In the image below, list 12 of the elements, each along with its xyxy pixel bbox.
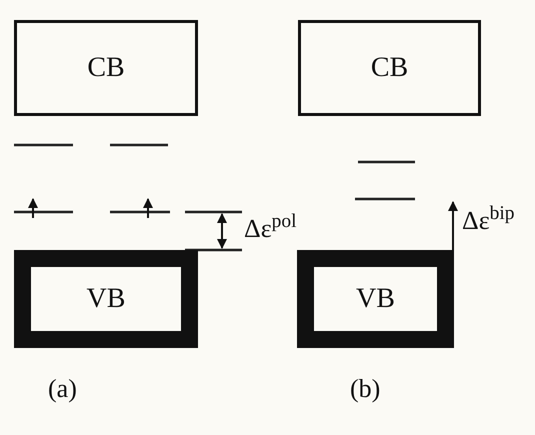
band-label: VB bbox=[356, 285, 395, 313]
energy-band-box bbox=[297, 250, 454, 348]
energy-band-box bbox=[298, 20, 481, 116]
band-label: VB bbox=[86, 285, 126, 313]
panel-label: (a) bbox=[48, 376, 77, 402]
energy-gap-label: Δε$^{pol}$ bbox=[244, 216, 297, 242]
band-label: CB bbox=[87, 54, 125, 82]
band-label: CB bbox=[370, 54, 408, 82]
energy-band-box bbox=[14, 250, 198, 348]
panel-label: (b) bbox=[350, 376, 380, 402]
energy-band-box bbox=[14, 20, 198, 116]
energy-gap-label: Δε$^{bip}$ bbox=[462, 208, 515, 234]
